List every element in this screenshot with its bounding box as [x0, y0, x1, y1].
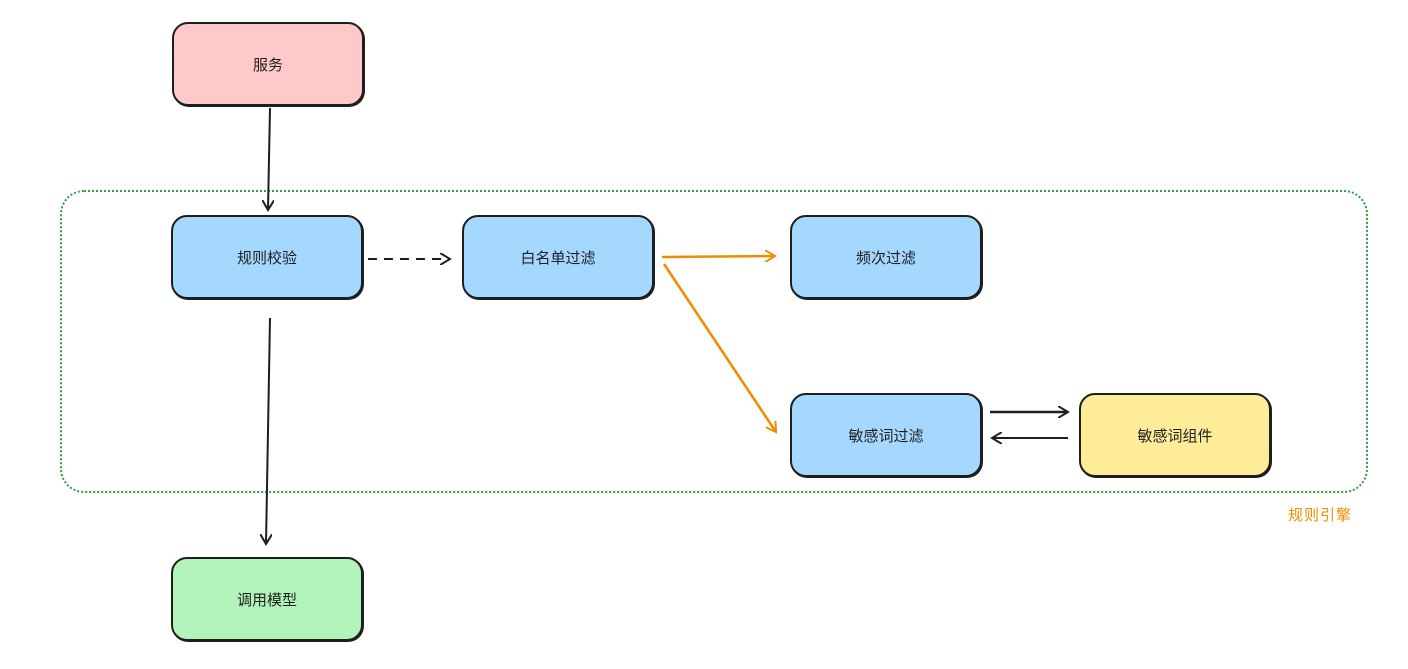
node-frequency-filter[interactable]: 频次过滤 — [790, 215, 982, 299]
node-whitelist-filter[interactable]: 白名单过滤 — [462, 215, 654, 299]
node-service-label: 服务 — [252, 55, 283, 74]
node-rule-check[interactable]: 规则校验 — [171, 215, 363, 299]
rule-engine-group — [60, 190, 1368, 493]
node-sensitive-word-filter-label: 敏感词过滤 — [848, 426, 924, 445]
node-service[interactable]: 服务 — [172, 22, 364, 106]
node-rule-check-label: 规则校验 — [236, 248, 297, 267]
node-sensitive-word-component-label: 敏感词组件 — [1137, 426, 1213, 445]
node-whitelist-filter-label: 白名单过滤 — [520, 248, 596, 267]
node-sensitive-word-component[interactable]: 敏感词组件 — [1079, 393, 1271, 477]
node-call-model-label: 调用模型 — [236, 590, 297, 609]
rule-engine-group-label: 规则引擎 — [1288, 506, 1353, 524]
node-sensitive-word-filter[interactable]: 敏感词过滤 — [790, 393, 982, 477]
node-frequency-filter-label: 频次过滤 — [855, 248, 916, 267]
node-call-model[interactable]: 调用模型 — [171, 557, 363, 641]
